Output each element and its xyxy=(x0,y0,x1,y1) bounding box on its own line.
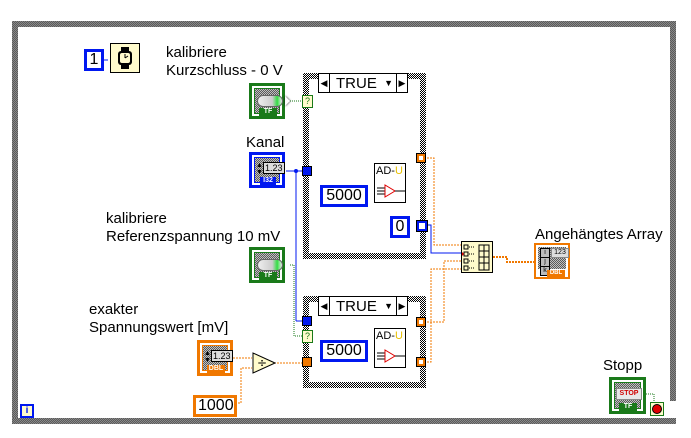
case-1-value: TRUE xyxy=(336,74,377,92)
wire-array-out xyxy=(493,256,534,263)
case-2-timeout-constant[interactable]: 5000 xyxy=(320,340,368,362)
wire-case2-out1 xyxy=(424,260,461,323)
numeric-value: 1.23 xyxy=(263,162,285,174)
wire-case1-out2 xyxy=(424,224,461,254)
while-loop-frame-top xyxy=(12,21,676,27)
build-array-icon xyxy=(462,244,490,271)
divide-symbol: ÷ xyxy=(257,356,267,370)
divisor-constant[interactable]: 1000 xyxy=(193,395,237,417)
while-loop-frame-left xyxy=(12,21,18,422)
type-tag: I32 xyxy=(260,177,276,185)
next-case-icon[interactable]: ▶ xyxy=(396,297,407,315)
case-2-kanal-tunnel xyxy=(302,316,312,326)
array-indicator[interactable]: i j k 123 DBL xyxy=(534,243,570,279)
amplifier-icon xyxy=(377,349,405,363)
wire-1000-div xyxy=(235,367,252,404)
array-indicator-label: Angehängtes Array xyxy=(535,226,663,243)
type-tag: TF xyxy=(259,108,277,116)
wire-case2-out2 xyxy=(424,268,461,363)
case-1-kanal-tunnel xyxy=(302,166,312,176)
stop-condition-terminal xyxy=(650,402,664,416)
type-tag: DBL xyxy=(547,270,565,277)
numeric-value: 1.23 xyxy=(211,350,233,362)
dropdown-icon[interactable]: ▼ xyxy=(384,301,393,311)
case-1-timeout-constant[interactable]: 5000 xyxy=(320,185,368,207)
kurzschluss-label: kalibriere Kurzschluss - 0 V xyxy=(166,44,283,79)
divide-node[interactable]: ÷ xyxy=(252,352,276,374)
while-loop-frame-right xyxy=(670,21,676,401)
case-1-selector-terminal: ? xyxy=(302,95,313,108)
wait-ms-node[interactable] xyxy=(110,43,140,73)
type-tag: TF xyxy=(619,403,637,411)
amplifier-icon xyxy=(377,184,405,198)
increment-arrows-icon: ▲▼ xyxy=(204,350,211,364)
kurzschluss-boolean-control[interactable]: TF xyxy=(249,83,285,119)
stopp-button-control[interactable]: STOP TF xyxy=(609,377,646,414)
case-1-out-tunnel-1 xyxy=(416,153,426,163)
referenz-label: kalibriere Referenzspannung 10 mV xyxy=(106,210,281,245)
led-switch-icon xyxy=(257,95,283,107)
stop-button-face: STOP xyxy=(616,388,642,400)
case-2-out-tunnel-1 xyxy=(416,317,426,327)
stopp-label: Stopp xyxy=(603,357,643,374)
wire-bool-ref xyxy=(290,264,303,337)
wire-case1-out1 xyxy=(424,157,461,246)
ad-subvi-1[interactable]: AD-U xyxy=(374,163,406,203)
case-1-out-tunnel-2 xyxy=(416,220,428,232)
while-loop-frame-bottom xyxy=(12,418,676,424)
case-1-selector[interactable]: ◀ TRUE ▼ ▶ xyxy=(318,73,408,93)
iteration-terminal: i xyxy=(20,404,34,418)
watch-icon xyxy=(118,47,132,69)
array-element-value: 123 xyxy=(551,248,569,258)
prev-case-icon[interactable]: ◀ xyxy=(319,297,330,315)
case-2-value: TRUE xyxy=(336,297,377,315)
case-2-voltage-tunnel xyxy=(302,357,312,367)
prev-case-icon[interactable]: ◀ xyxy=(319,74,330,92)
type-tag: DBL xyxy=(207,365,225,373)
spannungswert-numeric-control[interactable]: ▲▼ 1.23 DBL xyxy=(197,340,233,376)
output-arrow-icon xyxy=(285,96,290,106)
case-2-selector-terminal: ? xyxy=(302,330,313,343)
case-2-out-tunnel-2 xyxy=(416,357,426,367)
wait-constant[interactable]: 1 xyxy=(84,49,104,71)
dropdown-icon[interactable]: ▼ xyxy=(384,78,393,88)
kanal-numeric-control[interactable]: ▲▼ 1.23 I32 xyxy=(249,152,285,188)
referenz-boolean-control[interactable]: TF xyxy=(249,247,285,283)
type-tag: TF xyxy=(259,272,277,280)
increment-arrows-icon: ▲▼ xyxy=(256,162,263,176)
wire-stop xyxy=(646,393,655,403)
ad-subvi-2[interactable]: AD-U xyxy=(374,328,406,368)
spannungswert-label: exakter Spannungswert [mV] xyxy=(89,301,229,336)
next-case-icon[interactable]: ▶ xyxy=(396,74,407,92)
stop-sign-icon xyxy=(652,404,662,414)
led-switch-icon xyxy=(257,259,283,271)
kanal-label: Kanal xyxy=(246,134,285,151)
case-2-selector[interactable]: ◀ TRUE ▼ ▶ xyxy=(318,296,408,316)
case-1-zero-constant[interactable]: 0 xyxy=(390,216,410,238)
build-array-node[interactable] xyxy=(461,241,493,273)
